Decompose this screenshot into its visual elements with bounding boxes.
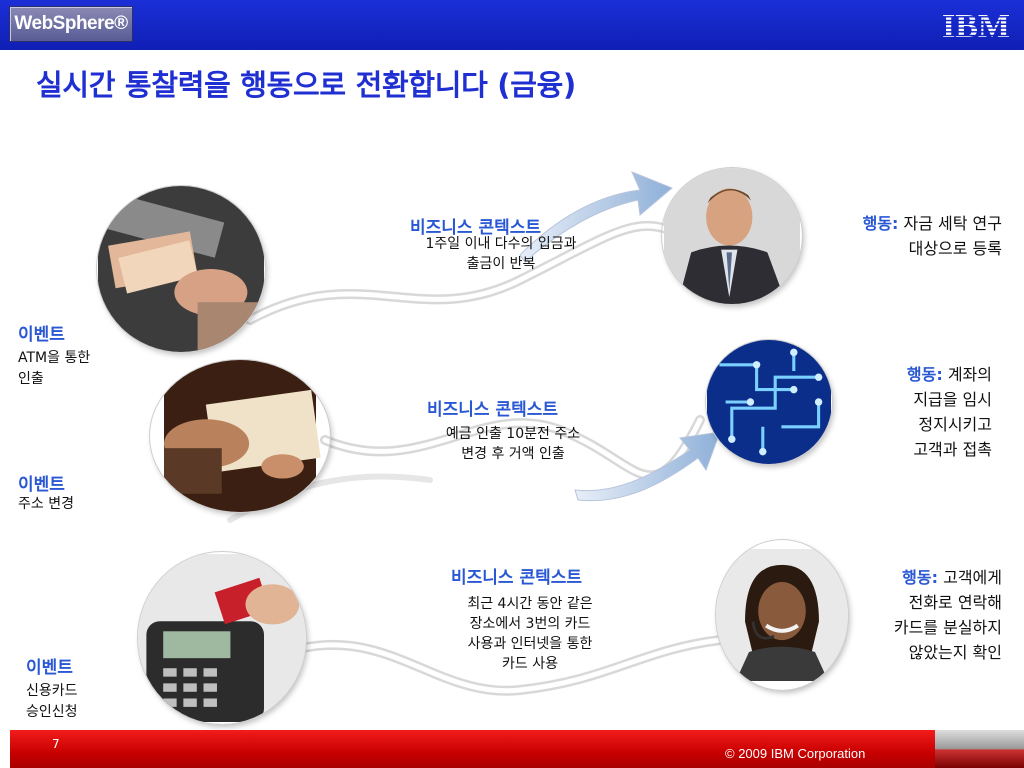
row1-action: 행동: 자금 세탁 연구 대상으로 등록: [863, 211, 1002, 261]
row1-context-line: 1주일 이내 다수의 입금과: [425, 236, 577, 252]
websphere-logo: WebSphere®: [9, 6, 133, 42]
row1-event-line: ATM을 통한: [18, 350, 91, 366]
row3-context-line: 카드 사용: [502, 656, 558, 672]
row3-action-line: 카드를 분실하지: [893, 618, 1002, 637]
atm-cash-image: [97, 186, 265, 352]
row3-action-line: 행동: 고객에게: [894, 565, 1002, 590]
row3-context-line: 최근 4시간 동안 같은: [467, 596, 593, 612]
row3-event-label: 이벤트: [26, 658, 73, 678]
row1-action-label: 행동:: [862, 214, 899, 233]
row3-context-label: 비즈니스 콘텍스트: [451, 568, 583, 588]
row1-action-line: 행동: 자금 세탁 연구: [863, 211, 1002, 236]
row1-action-text: 자금 세탁 연구: [903, 214, 1003, 233]
row2-event-text: 주소 변경: [18, 494, 74, 515]
row3-event-text: 신용카드 승인신청: [26, 681, 78, 723]
row3-action-label: 행동:: [902, 568, 939, 587]
row2-action-line: 지급을 임시: [913, 390, 992, 409]
row3-event-line: 승인신청: [26, 704, 78, 720]
svg-text:IBM: IBM: [942, 10, 1010, 40]
row3-action-line: 전화로 연락해: [908, 593, 1002, 612]
row3-action-text: 고객에게: [943, 568, 1002, 587]
page-number: 7: [52, 737, 60, 751]
header-bar: WebSphere® IBM: [0, 0, 1024, 50]
row2-context-line: 예금 인출 10분전 주소: [445, 426, 581, 442]
footer-bar: [10, 730, 935, 768]
row1-action-line: 대상으로 등록: [908, 239, 1002, 258]
envelope-handover-image: [150, 360, 330, 512]
row1-context-line: 출금이 반복: [466, 256, 536, 272]
row3-action-line: 않았는지 확인: [908, 643, 1002, 662]
row2-context-label: 비즈니스 콘텍스트: [427, 400, 559, 420]
call-center-agent-image: [716, 540, 848, 690]
row1-context-label: 비즈니스 콘텍스트: [410, 218, 542, 238]
row3-event-line: 신용카드: [26, 683, 78, 699]
row2-action-line: 행동: 계좌의: [907, 362, 992, 387]
row2-action: 행동: 계좌의 지급을 임시 정지시키고 고객과 접촉: [907, 362, 992, 462]
row3-action: 행동: 고객에게 전화로 연락해 카드를 분실하지 않았는지 확인: [894, 565, 1002, 665]
row2-context-text: 예금 인출 10분전 주소 변경 후 거액 인출: [403, 424, 623, 464]
row2-action-label: 행동:: [906, 365, 943, 384]
row2-action-text: 계좌의: [947, 365, 992, 384]
row1-event-label: 이벤트: [18, 325, 65, 345]
row2-event-label: 이벤트: [18, 475, 65, 495]
ibm-logo: IBM: [942, 10, 1010, 40]
row2-context-line: 변경 후 거액 인출: [461, 446, 565, 462]
row2-action-line: 고객과 접촉: [913, 440, 992, 459]
row3-context-text: 최근 4시간 동안 같은 장소에서 3번의 카드 사용과 인터넷을 통한 카드 …: [425, 594, 635, 674]
card-terminal-image: [138, 552, 306, 724]
slide-title: 실시간 통찰력을 행동으로 전환합니다 (금융): [36, 68, 576, 102]
row1-context-text: 1주일 이내 다수의 입금과 출금이 반복: [392, 234, 610, 274]
copyright-notice: © 2009 IBM Corporation: [725, 746, 866, 761]
circuit-board-image: [706, 340, 832, 464]
row2-action-line: 정지시키고: [918, 415, 992, 434]
businessman-image: [662, 168, 802, 304]
row1-event-text: ATM을 통한 인출: [18, 348, 90, 390]
row3-context-line: 사용과 인터넷을 통한: [467, 636, 593, 652]
row3-context-line: 장소에서 3번의 카드: [469, 616, 591, 632]
row2-event-line: 주소 변경: [18, 496, 74, 512]
row1-event-line: 인출: [18, 371, 44, 387]
footer-car-image: [935, 730, 1024, 768]
